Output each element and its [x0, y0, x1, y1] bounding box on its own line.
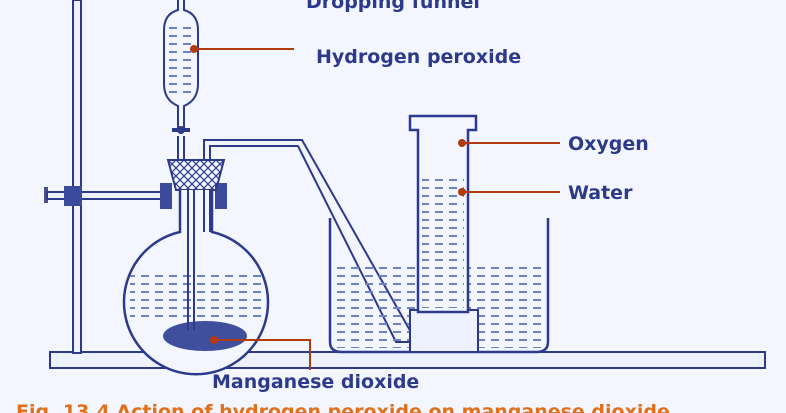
label-water: Water: [568, 182, 633, 204]
stand-rod: [72, 0, 82, 354]
stopcock: [172, 126, 190, 134]
pointer-dot: [458, 188, 466, 196]
label-manganese-dioxide: Manganese dioxide: [212, 371, 419, 393]
manganese-dioxide-solid: [163, 321, 247, 351]
label-hydrogen-peroxide: Hydrogen peroxide: [316, 46, 521, 68]
label-dropping-funnel: Dropping funnel: [306, 0, 480, 13]
delivery-tube-top: [203, 139, 303, 160]
round-bottom-flask: [122, 190, 270, 376]
leader-lines: [194, 48, 560, 370]
rubber-stopper: [166, 159, 226, 191]
pointer-dot: [458, 139, 466, 147]
gas-jar: [408, 114, 478, 314]
pointer-dot: [210, 336, 218, 344]
pointer-dot: [190, 45, 198, 53]
beehive-shelf: [409, 309, 479, 353]
label-oxygen: Oxygen: [568, 133, 649, 155]
clamp: [44, 183, 227, 209]
figure-caption: Fig. 13.4 Action of hydrogen peroxide on…: [16, 401, 670, 413]
dropping-funnel: [163, 0, 199, 160]
